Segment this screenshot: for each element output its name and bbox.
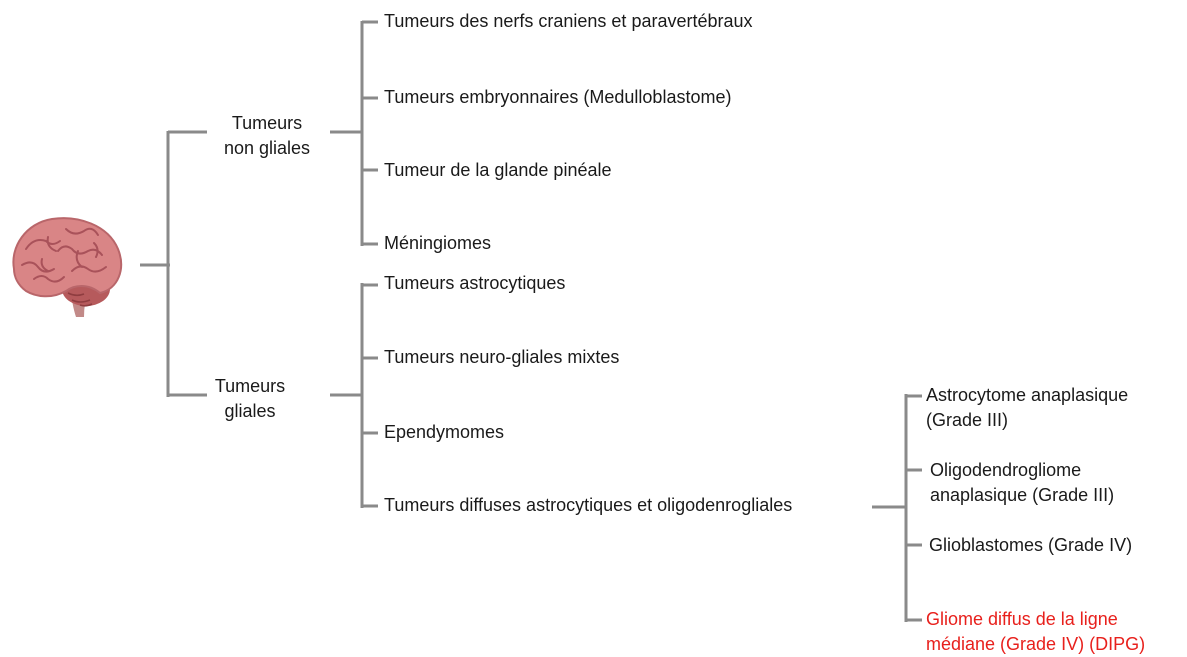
branch-label-line: Tumeurs <box>214 376 286 396</box>
branch-non-glial: Tumeurs non gliales <box>207 111 327 161</box>
branch-label-line: Tumeurs <box>231 113 303 133</box>
list-item: Tumeurs embryonnaires (Medulloblastome) <box>384 87 732 107</box>
subtype-dipg: Gliome diffus de la ligne médiane (Grade… <box>926 607 1145 657</box>
list-item: Tumeurs astrocytiques <box>384 273 566 293</box>
subtype-glioblastome: Glioblastomes (Grade IV) <box>929 533 1132 558</box>
branch-label-line: non gliales <box>223 138 311 158</box>
subtype-oligodendrogliome: Oligodendrogliome anaplasique (Grade III… <box>930 458 1114 508</box>
subtype-line: Astrocytome anaplasique <box>926 385 1129 405</box>
subtype-line: Glioblastomes (Grade IV) <box>929 535 1133 555</box>
branch-glial: Tumeurs gliales <box>207 374 293 424</box>
list-item: Méningiomes <box>384 233 492 253</box>
list-item: Tumeur de la glande pinéale <box>384 160 612 180</box>
subtype-line: (Grade III) <box>926 410 1009 430</box>
subtype-line: Gliome diffus de la ligne <box>926 609 1118 629</box>
list-item: Ependymomes <box>384 422 505 442</box>
subtype-line: anaplasique (Grade III) <box>930 485 1115 505</box>
subtype-astrocytome: Astrocytome anaplasique (Grade III) <box>926 383 1128 433</box>
list-item: Tumeurs des nerfs craniens et paravertéb… <box>384 11 753 31</box>
subtype-line: Oligodendrogliome <box>930 460 1082 480</box>
branch-label-line: gliales <box>224 401 276 421</box>
list-item: Tumeurs diffuses astrocytiques et oligod… <box>384 495 793 515</box>
brain-icon <box>12 217 123 317</box>
list-item: Tumeurs neuro-gliales mixtes <box>384 347 620 367</box>
subtype-line: médiane (Grade IV) (DIPG) <box>926 634 1146 654</box>
